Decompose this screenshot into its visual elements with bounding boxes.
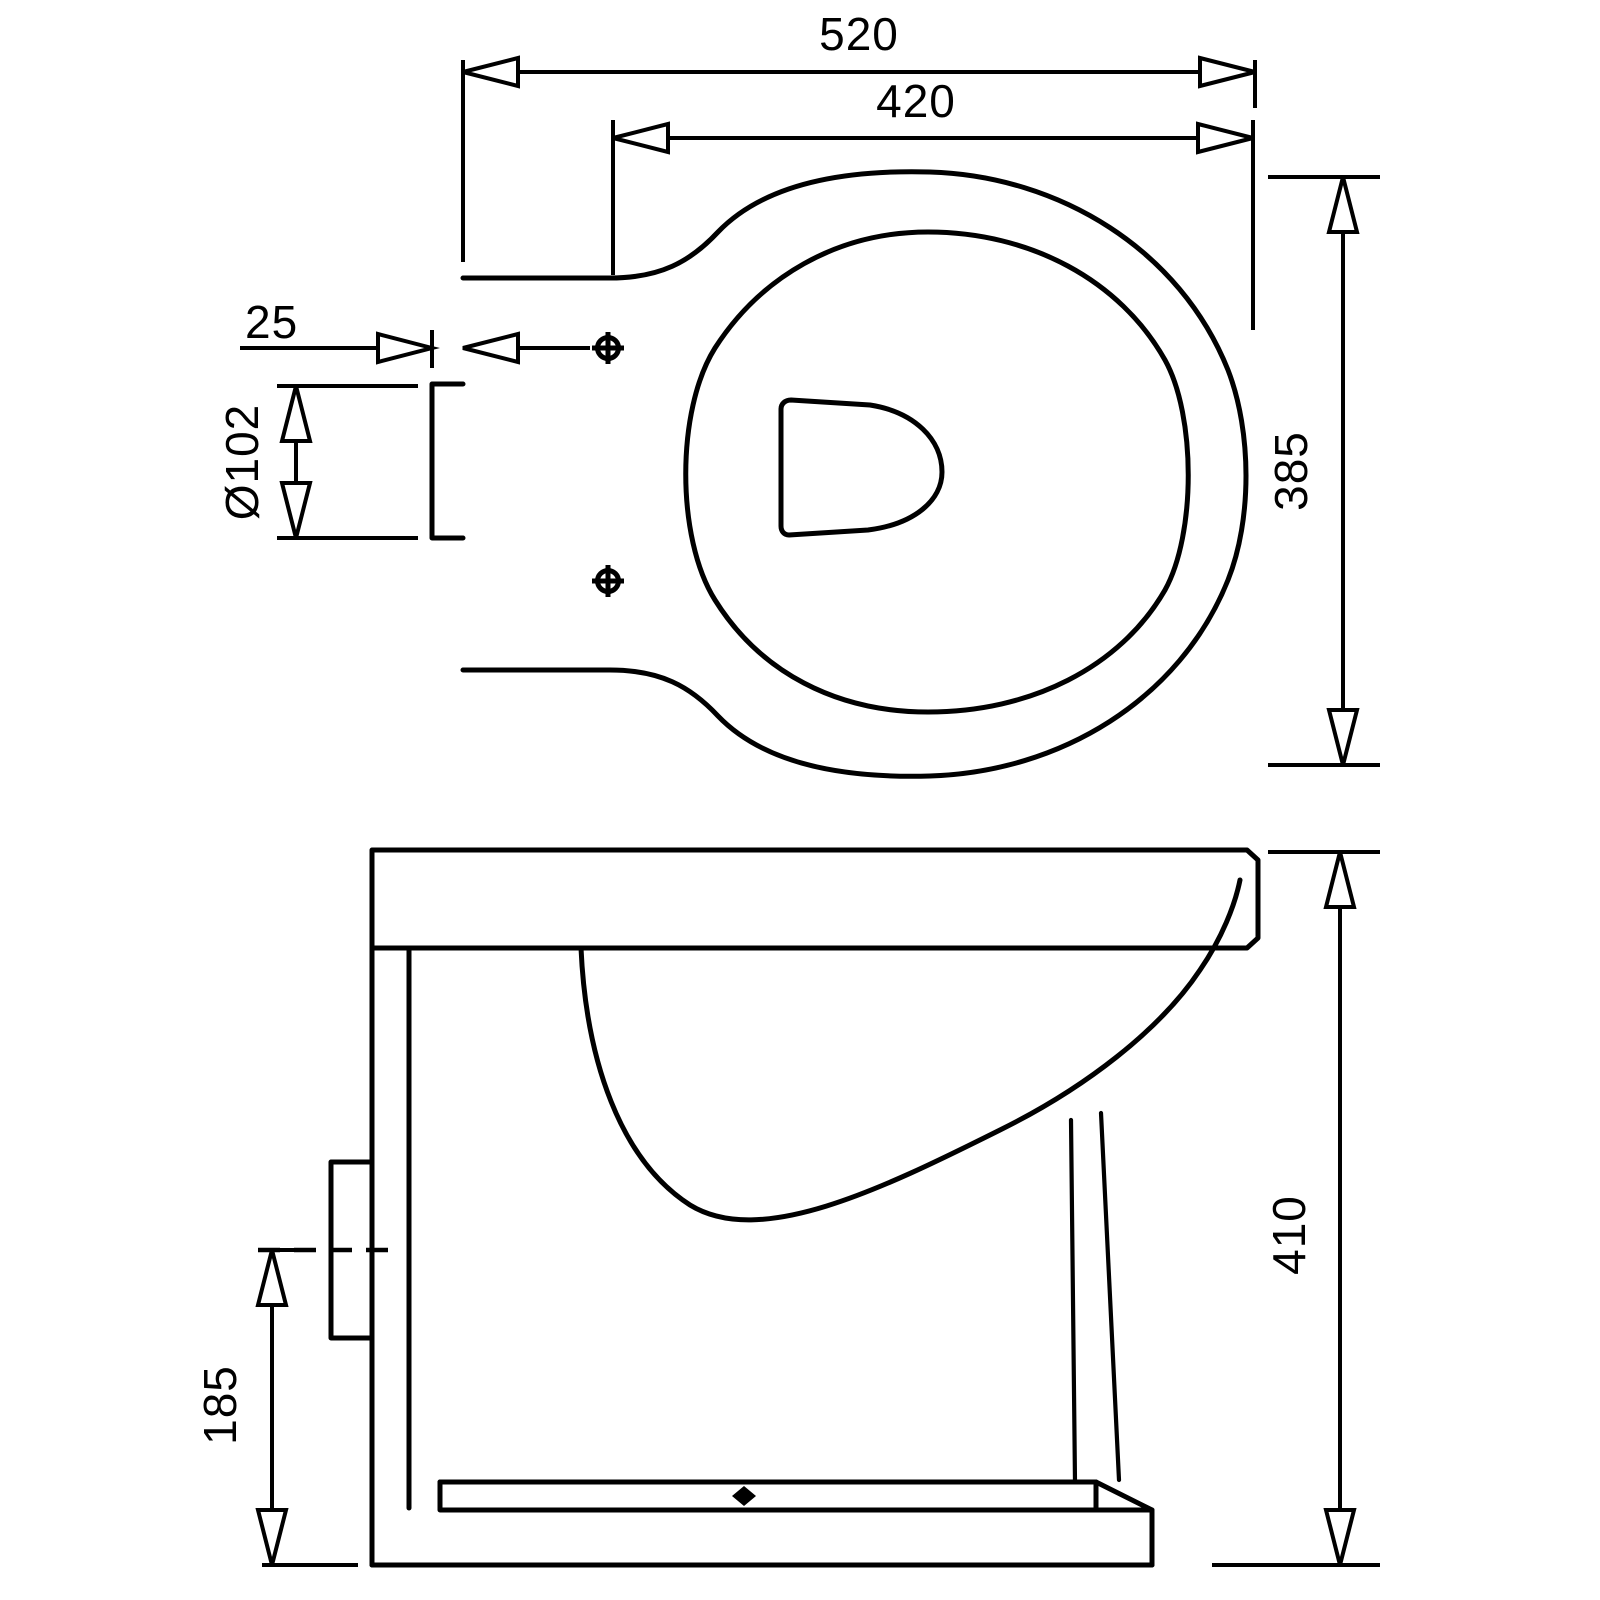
arrow-385-top (1326, 176, 1360, 234)
arrow-185-bottom (255, 1508, 289, 1566)
arrow-410-bottom (1323, 1508, 1357, 1566)
side-view-group (258, 847, 1261, 1568)
d-shaped-opening (778, 397, 945, 538)
dim-label-185: 185 (194, 1365, 246, 1445)
arrow-420-left (612, 121, 670, 155)
plan-view-group (429, 169, 1249, 779)
dim-label-385: 385 (1265, 431, 1317, 511)
bowl-inner-outline (683, 229, 1191, 715)
dimension-385-group: 385 (1265, 175, 1380, 767)
arrow-25-right (462, 331, 520, 365)
dim-label-410: 410 (1263, 1195, 1315, 1275)
dim-label-520: 520 (819, 8, 899, 60)
dimension-520-group: 520 (461, 8, 1257, 262)
arrow-dia102-top (279, 385, 313, 443)
arrow-420-right (1196, 121, 1254, 155)
dimension-dia102-group: Ø102 (216, 384, 418, 540)
arrow-dia102-bottom (279, 481, 313, 539)
dimension-185-group: 185 (194, 1248, 358, 1567)
arrow-185-top (255, 1249, 289, 1307)
seat-outer-outline (460, 169, 1249, 779)
fixing-point-lower (592, 565, 624, 597)
arrow-520-left (462, 55, 520, 89)
plinth-marker-icon (732, 1486, 756, 1506)
dim-label-420: 420 (876, 75, 956, 127)
dim-label-25: 25 (245, 296, 298, 348)
arrow-410-top (1323, 851, 1357, 909)
seat-lid-slab (369, 847, 1261, 951)
dimension-420-group: 420 (611, 75, 1255, 330)
pedestal-column-right (1098, 1110, 1122, 1483)
arrow-520-right (1198, 55, 1256, 89)
pedestal-column-left (1068, 1117, 1078, 1485)
base-plinth (437, 1479, 1155, 1568)
dimension-25-group: 25 (240, 296, 590, 368)
fixing-point-upper (592, 332, 624, 364)
arrow-385-bottom (1326, 708, 1360, 766)
plan-waste-outlet-stub (429, 381, 466, 541)
base-plinth-top-edge (437, 1479, 1155, 1513)
dimension-410-group: 410 (1212, 850, 1380, 1567)
arrow-25-left (376, 331, 440, 365)
dim-label-dia102: Ø102 (216, 404, 268, 521)
bowl-profile (578, 877, 1243, 1223)
